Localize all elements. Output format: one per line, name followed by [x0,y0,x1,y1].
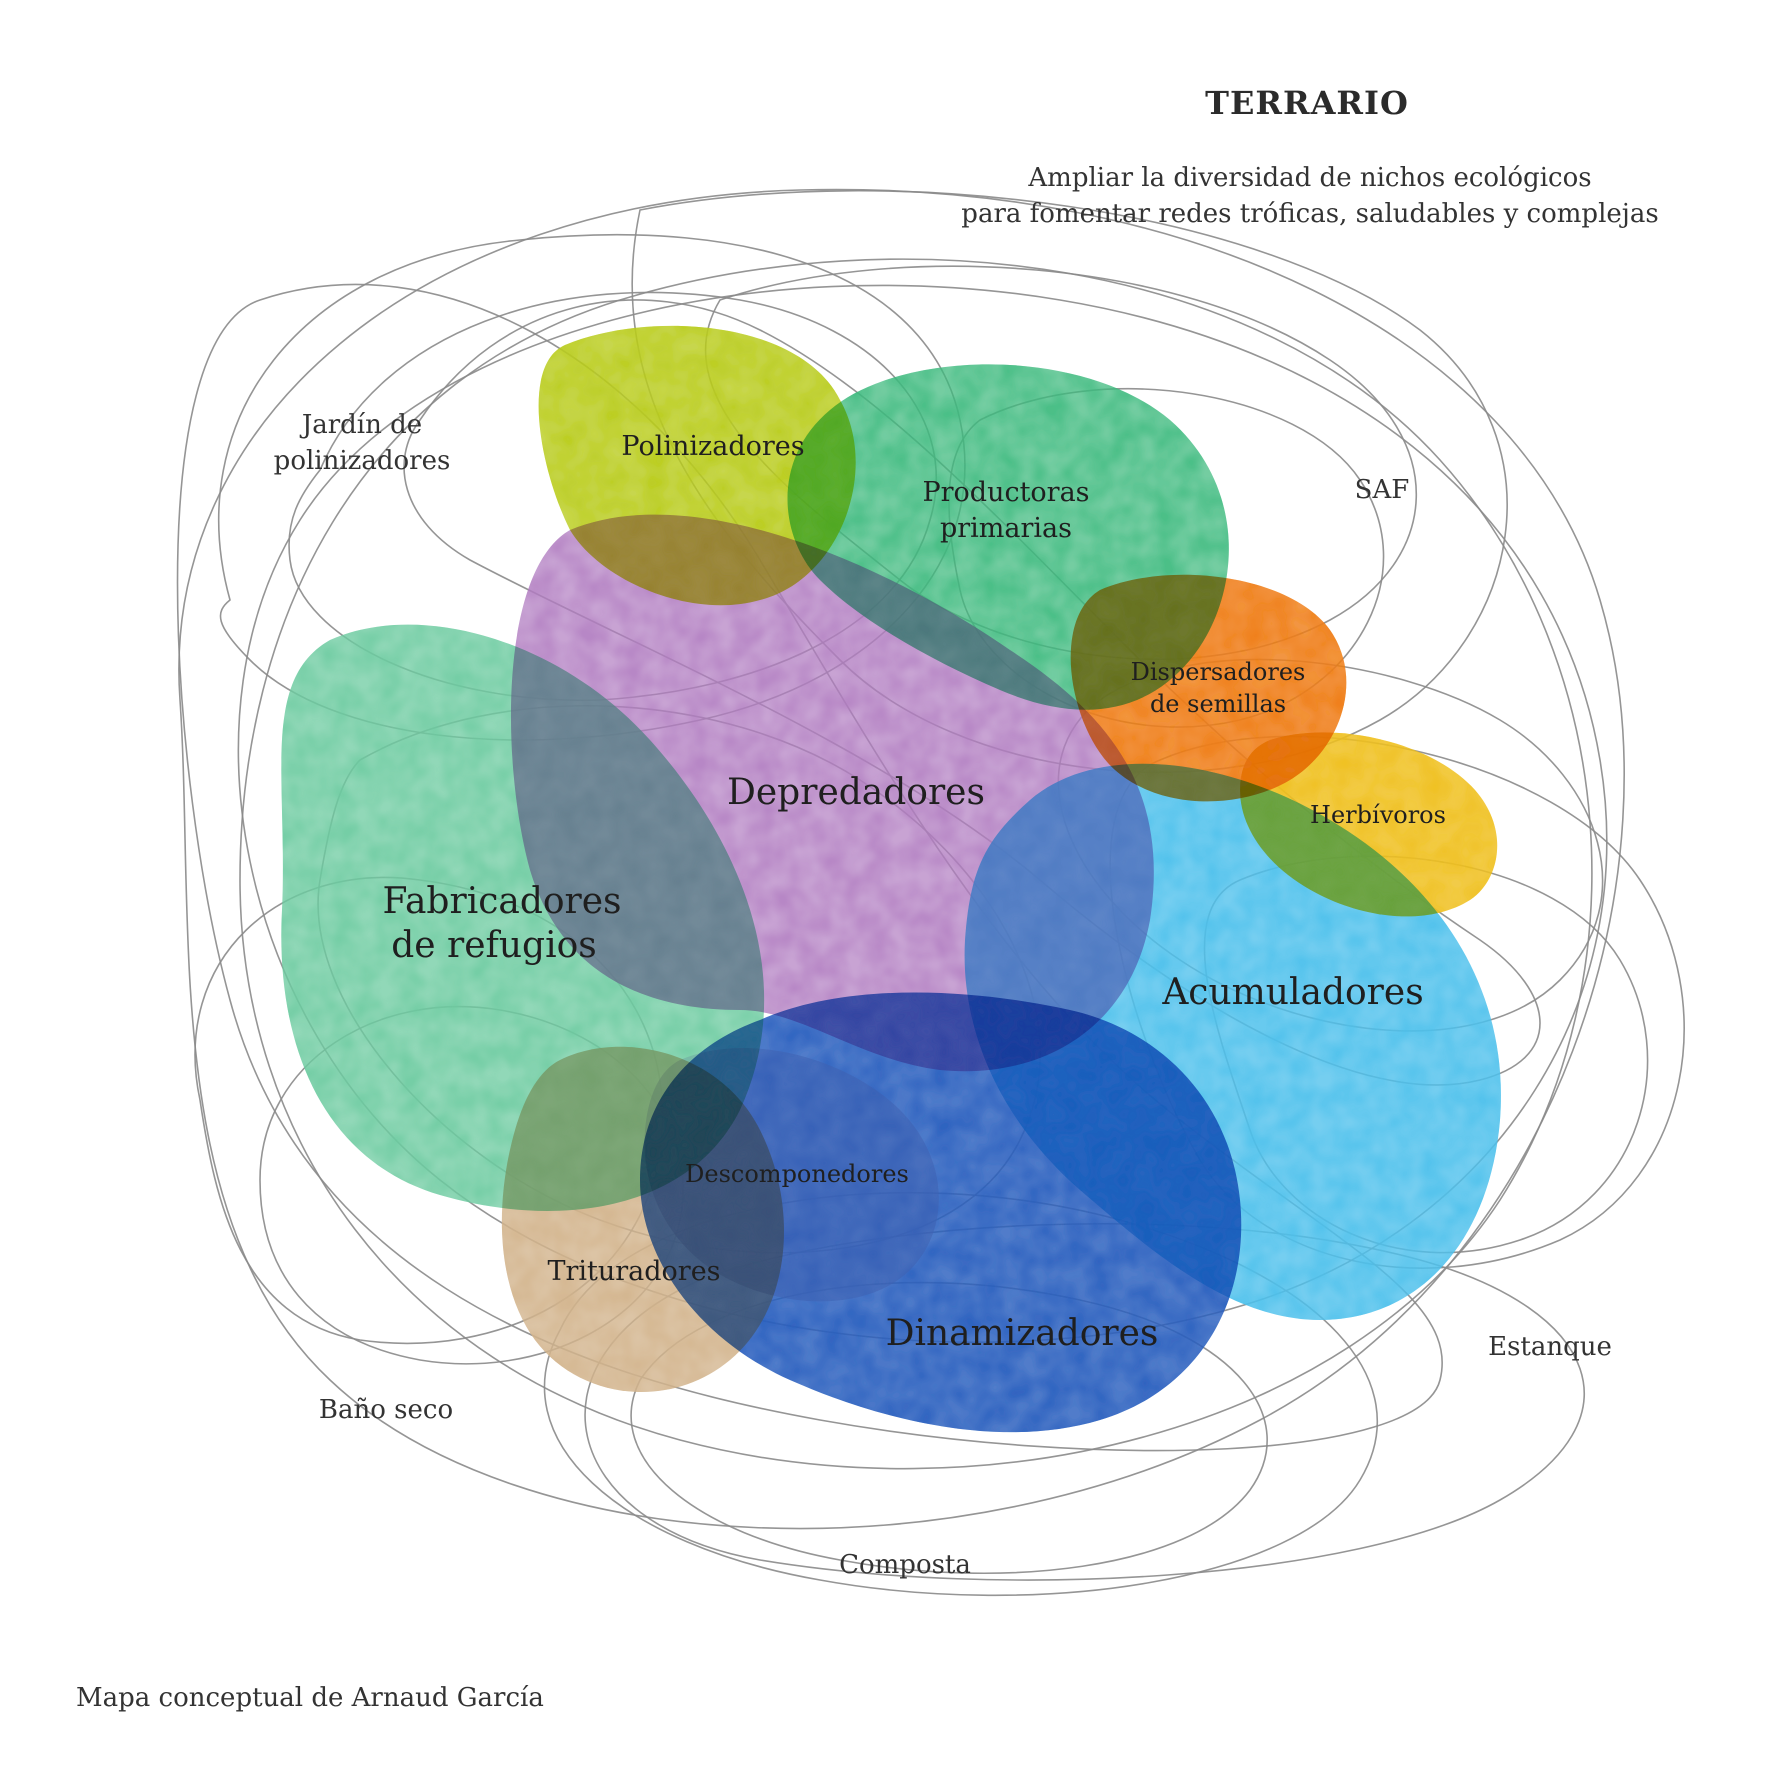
label-saf: SAF [1355,475,1410,505]
label-estanque: Estanque [1488,1332,1612,1362]
label-fabricadores-line1: Fabricadores [382,881,621,922]
blob-descomponedores [644,1048,939,1302]
label-productoras-line1: Productoras [922,477,1089,508]
page-title: TERRARIO [1205,84,1409,122]
label-polinizadores: Polinizadores [621,431,804,462]
label-jardin-line2: polinizadores [274,446,451,476]
page-subtitle-line1: Ampliar la diversidad de nichos ecológic… [1027,163,1591,193]
label-fabricadores-line2: de refugios [391,925,597,966]
loop-outer-2 [239,258,1593,1470]
blob-polinizadores [538,325,856,606]
label-dispersadores-line1: Dispersadores [1131,658,1306,686]
credit: Mapa conceptual de Arnaud García [76,1683,544,1713]
loop-outer-1 [178,188,1625,1530]
blob-herbivoros [1240,732,1498,917]
label-trituradores: Trituradores [547,1256,720,1287]
label-acumuladores: Acumuladores [1161,972,1423,1013]
label-descomponedores: Descomponedores [685,1160,909,1188]
label-productoras-line2: primarias [940,513,1072,544]
label-composta: Composta [839,1550,971,1580]
label-depredadores: Depredadores [727,772,985,813]
label-dispersadores-line2: de semillas [1150,690,1286,718]
label-jardin-line1: Jardín de [299,410,422,440]
page-subtitle-line2: para fomentar redes tróficas, saludables… [961,199,1658,229]
label-bano-seco: Baño seco [319,1395,453,1425]
label-dinamizadores: Dinamizadores [886,1313,1159,1354]
guild-blobs [281,325,1501,1433]
label-herbivoros: Herbívoros [1310,801,1446,829]
